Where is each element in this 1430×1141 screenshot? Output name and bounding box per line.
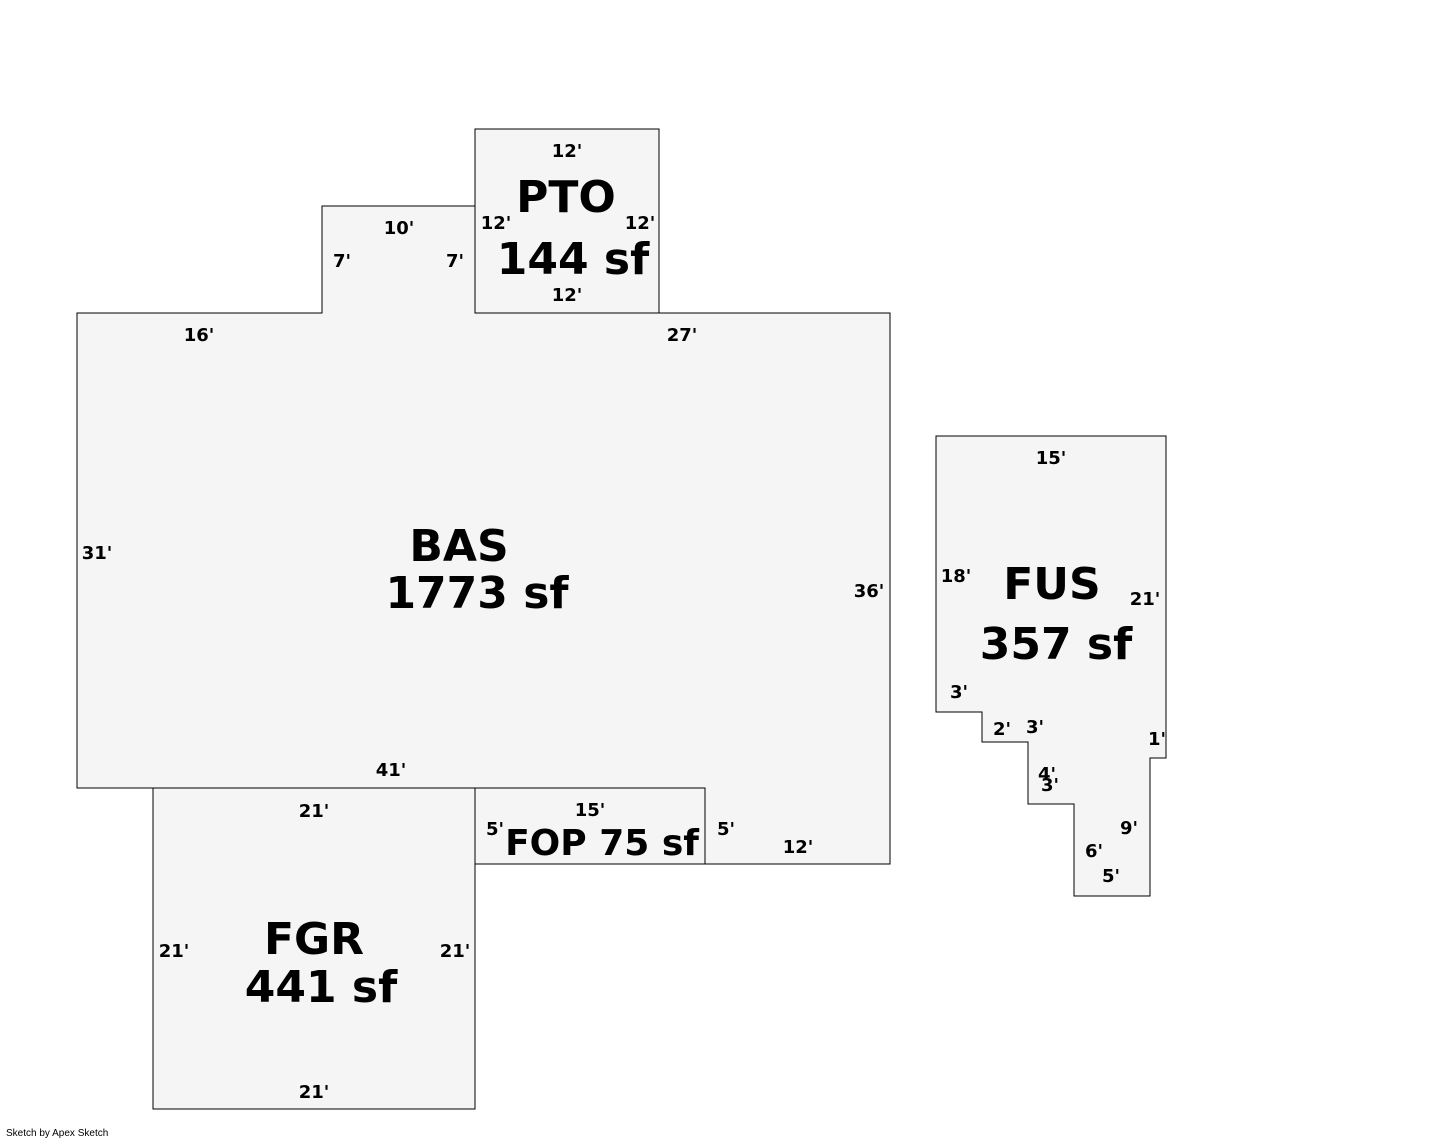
- fus-dim-step8: 6': [1085, 841, 1103, 862]
- fgr-code: FGR: [264, 914, 364, 965]
- bas-dim-bump-left: 7': [333, 251, 351, 272]
- fus-area: [935, 435, 1167, 897]
- bas-dim-bump-right: 7': [446, 251, 464, 272]
- fus-dim-step3: 3': [1026, 717, 1044, 738]
- fus-dim-top: 15': [1036, 448, 1067, 469]
- bas-dim-top-right: 27': [667, 325, 698, 346]
- pto-dim-right: 12': [625, 213, 656, 234]
- fus-area-value: 357 sf: [980, 619, 1133, 670]
- pto-dim-top: 12': [552, 141, 583, 162]
- bas-code: BAS: [409, 521, 508, 572]
- bas-dim-bottom-right: 12': [783, 837, 814, 858]
- fgr-dim-left: 21': [159, 941, 190, 962]
- fus-dim-right: 21': [1130, 589, 1161, 610]
- fop-dim-right: 5': [717, 819, 735, 840]
- pto-dim-bottom: 12': [552, 285, 583, 306]
- fop-dim-top: 15': [575, 800, 606, 821]
- fus-dim-step6: 1': [1148, 729, 1166, 750]
- bas-dim-bottom: 41': [376, 760, 407, 781]
- fgr-area: [152, 787, 476, 1110]
- fgr-dim-top: 21': [299, 801, 330, 822]
- fus-dim-step1: 3': [950, 682, 968, 703]
- fus-code: FUS: [1003, 559, 1100, 610]
- fop-dim-left: 5': [486, 819, 504, 840]
- bas-area-value: 1773 sf: [385, 568, 569, 619]
- fus-dim-step4: 4': [1038, 764, 1056, 785]
- bas-dim-right: 36': [854, 581, 885, 602]
- pto-area-value: 144 sf: [497, 234, 650, 285]
- sketch-credit: Sketch by Apex Sketch: [6, 1128, 109, 1139]
- fgr-dim-bottom: 21': [299, 1082, 330, 1103]
- fop-label: FOP 75 sf: [505, 823, 699, 864]
- pto-area: [474, 128, 660, 314]
- fus-dim-step9: 5': [1102, 866, 1120, 887]
- pto-dim-left: 12': [481, 213, 512, 234]
- fus-dim-step7: 9': [1120, 818, 1138, 839]
- bas-dim-bump-top: 10': [384, 218, 415, 239]
- pto-code: PTO: [516, 172, 616, 223]
- fus-dim-step5: 3': [1041, 775, 1059, 796]
- fgr-area-value: 441 sf: [245, 962, 398, 1013]
- fus-dim-step2: 2': [993, 719, 1011, 740]
- bas-dim-top-left: 16': [184, 325, 215, 346]
- fus-dim-left: 18': [941, 566, 972, 587]
- fgr-dim-right: 21': [440, 941, 471, 962]
- bas-dim-left: 31': [82, 543, 113, 564]
